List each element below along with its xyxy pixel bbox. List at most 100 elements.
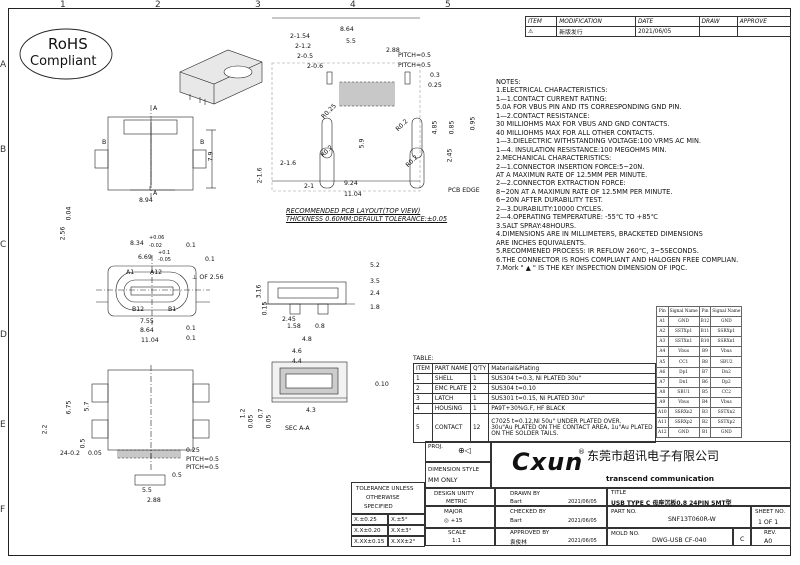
dim-6-69-plus: +0.1 [158, 250, 171, 256]
dim-0-5-foot: 0.5 [172, 472, 182, 479]
bom-cell: LATCH [431, 393, 471, 404]
pin-table-cell: SSRXp2 [667, 417, 700, 429]
pin-table-cell: A4 [656, 346, 669, 358]
zone-top-2: 2 [155, 0, 161, 10]
title-cell: TITLE USB TYPE C 母座沉板0.8 24PIN SMT型 [607, 488, 791, 507]
note-line: 8~20N AT A MAXIMUN RATE OF 12.5MM PER MI… [496, 187, 673, 196]
dim-2-1-2: 2-1.2 [295, 43, 312, 50]
note-line: NOTES: [496, 78, 521, 86]
section-mark-a-top: A [153, 105, 158, 112]
note-line: 2—3.DURABILITY:10000 CYCLES. [496, 204, 604, 213]
section-mark-b-left: B [102, 139, 107, 146]
rev-item-cell: ⚠ [524, 26, 558, 37]
approved-label: APPROVED BY [510, 530, 550, 536]
zone-side-c: C [0, 240, 7, 250]
bom-header: ITEM PART NAME Q'TY Material&Plating [413, 363, 656, 374]
dim-2-0-5: 2-0.5 [297, 53, 314, 60]
note-line: 6.THE CONNECTOR IS ROHS COMPLIANT AND HA… [496, 255, 739, 264]
dim-9-24: 9.24 [344, 180, 358, 187]
pin-table-cell: Dp1 [667, 366, 700, 378]
proj-label: PROJ. [428, 444, 444, 450]
dim-4-4: 4.4 [292, 358, 302, 365]
note-line: 1.ELECTRICAL CHARACTERISTICS: [496, 86, 608, 95]
zone-top-4: 4 [350, 0, 356, 10]
proj-cell: PROJ. ⊕◁ [425, 441, 491, 462]
pcb-caption-line2: THICKNESS 0.60MM;DEFAULT TOLERANCE:±0.05 [286, 215, 448, 223]
dim-2-88: 2.88 [386, 47, 400, 54]
part-no-cell: PART NO. SNF13T060R-W [607, 506, 751, 528]
rev-col-modification: MODIFICATION [556, 16, 636, 27]
tolerance-header-cell: TOLERANCE UNLESS OTHERWISE SPECIFIED [351, 482, 425, 514]
dim-0-15: 0.15 [261, 301, 269, 316]
sheet-cell: SHEET NO. 1 OF 1 [751, 506, 791, 528]
dim-7-55: 7.55 [140, 318, 154, 325]
note-line: AT A MAXIMUN RATE OF 12.5MM PER MINUTE. [496, 170, 648, 179]
size-value: C [740, 535, 745, 543]
bom-cell: 2 [469, 383, 490, 394]
bom-cell: SUS304 t=0.10 [488, 383, 656, 394]
tolerance-cell: X.XX±2° [388, 536, 425, 547]
tolerance-value: X.X±0.20 [354, 528, 381, 534]
dim-5-5: 5.5 [346, 38, 356, 45]
pin-table-cell: Dn1 [667, 376, 700, 388]
pin-table-cell: SSTXn1 [667, 336, 700, 348]
tol-frame-2: 0.1 [205, 256, 215, 263]
pin-table-cell: A8 [656, 386, 669, 398]
mold-label: MOLD NO. [611, 531, 640, 537]
dim-1-2-tol: 0.05 [247, 414, 255, 429]
rev-draw-cell [698, 26, 738, 37]
pin-table-cell: Vbus [667, 346, 700, 358]
bom-cell: CONTACT [431, 413, 471, 443]
rev-col-draw: DRAW [698, 16, 738, 27]
tolerance-cell: X.±0.25 [351, 514, 388, 525]
pin-col-signal-a: Signal Name [667, 305, 700, 318]
bom-contact-material: C7025 t=0.12,Ni 50u" UNDER PLATED OVER.3… [488, 413, 656, 443]
bom-col-part: PART NAME [431, 363, 471, 374]
note-line: 1—1.CONTACT CURRENT RATING: [496, 94, 607, 103]
dim-7-9: 7.9 [207, 151, 215, 162]
company-name-cn: 东莞市超讯电子有限公司 [587, 449, 720, 463]
pin-table-cell: GND [710, 316, 743, 328]
cxun-logo: Cxun [512, 448, 584, 476]
pin-table-cell: SBU2 [710, 356, 743, 368]
dim-2-1-6-a: 2-1.6 [256, 167, 264, 184]
pin-table-cell: B4 [698, 396, 712, 408]
zone-top-5: 5 [445, 0, 451, 10]
dim-11-04: 11.04 [344, 191, 362, 198]
dim-2-4: 2.4 [370, 290, 380, 297]
pin-table-cell: SBU1 [667, 386, 700, 398]
pcb-caption-line1: RECOMMENDED PCB LAYOUT(TOP VIEW) [286, 207, 421, 215]
sheet-value: 1 OF 1 [758, 519, 779, 526]
pin-table-cell: SSTXn2 [710, 406, 743, 419]
bottom-view [91, 365, 210, 486]
pin-table-cell: CC1 [667, 356, 700, 368]
note-line: 6~20N AFTER DURABILITY TEST. [496, 196, 603, 205]
dim-1-8: 1.8 [370, 304, 380, 311]
bom-cell: HOUSING [431, 403, 471, 414]
dim-0-5-bottom: 0.5 [79, 438, 87, 449]
pin-table-cell: SSRXn1 [710, 336, 743, 348]
scale-cell: SCALE 1:1 [425, 528, 495, 546]
part-no-value: SNF13T060R-W [668, 516, 716, 523]
bom-cell: 1 [413, 373, 433, 384]
pin-table-cell: A9 [656, 396, 669, 408]
dimension-style-cell: DIMENSION STYLE MM ONLY [425, 462, 491, 488]
pin-table-cell: SSTXp2 [710, 417, 743, 429]
tolerance-value: X.XX±2° [391, 539, 416, 545]
pin-table-cell: A7 [656, 376, 669, 388]
pcb-layout [271, 17, 425, 192]
design-unity-value: METRIC [446, 499, 468, 505]
rev-value: A0 [764, 538, 773, 545]
drawing-frame [8, 8, 791, 556]
note-line: 4.DIMENSIONS ARE IN MILLIMETERS, BRACKET… [496, 230, 703, 239]
note-line: 2—4.OPERATING TEMPERATURE: -55℃ TO +85℃ [496, 213, 658, 222]
